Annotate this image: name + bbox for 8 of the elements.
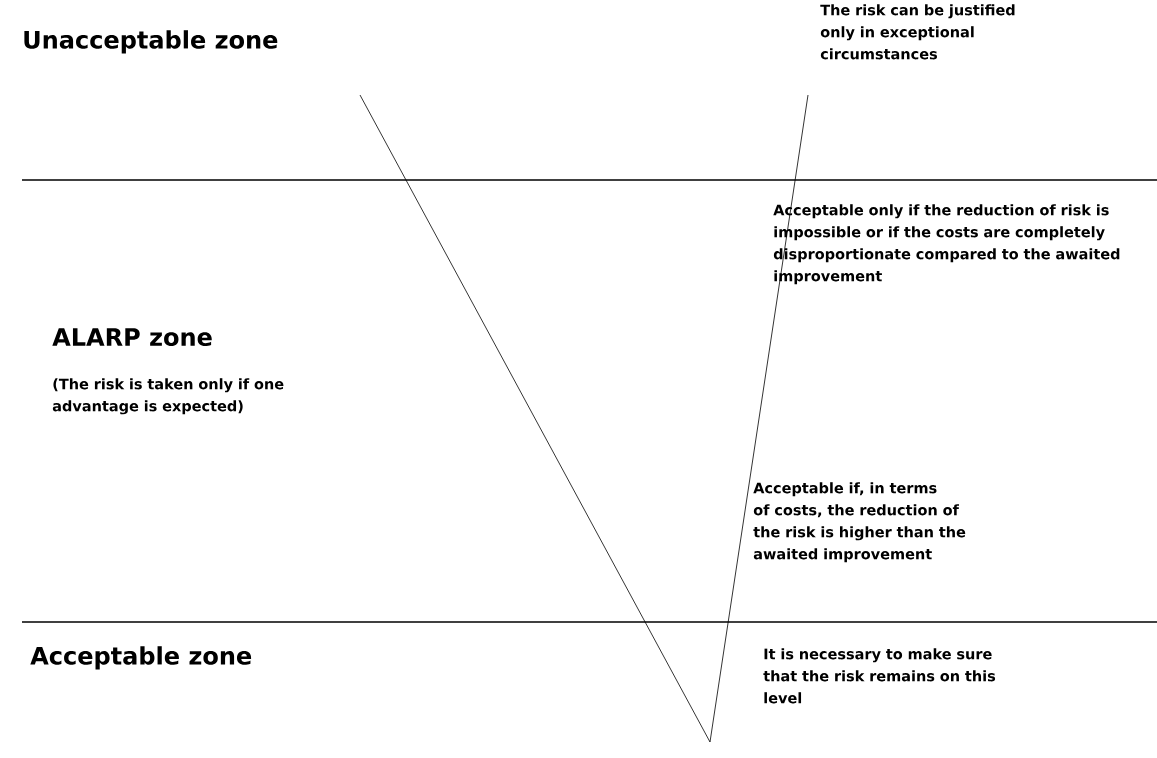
note-text: It is necessary to make sure that the risk remains on this level	[763, 648, 996, 704]
zone-label: ALARP zone	[52, 328, 212, 347]
zone-label: Unacceptable zone	[24, 30, 278, 54]
note-text: Acceptable only if the reduction of risk is impossible or if the costs are completely disproportionate compared to the awaited improvement	[773, 204, 1120, 285]
note-text: The risk can be justified only in exceptional circumstances	[820, 4, 1015, 60]
note-text: Acceptable if, in terms of costs, the reduction of the risk is higher than the awaited improvement	[753, 482, 966, 563]
note-text: (The risk is taken only if one advantage is expected)	[52, 378, 284, 415]
zone-label: Acceptable zone	[30, 646, 252, 670]
